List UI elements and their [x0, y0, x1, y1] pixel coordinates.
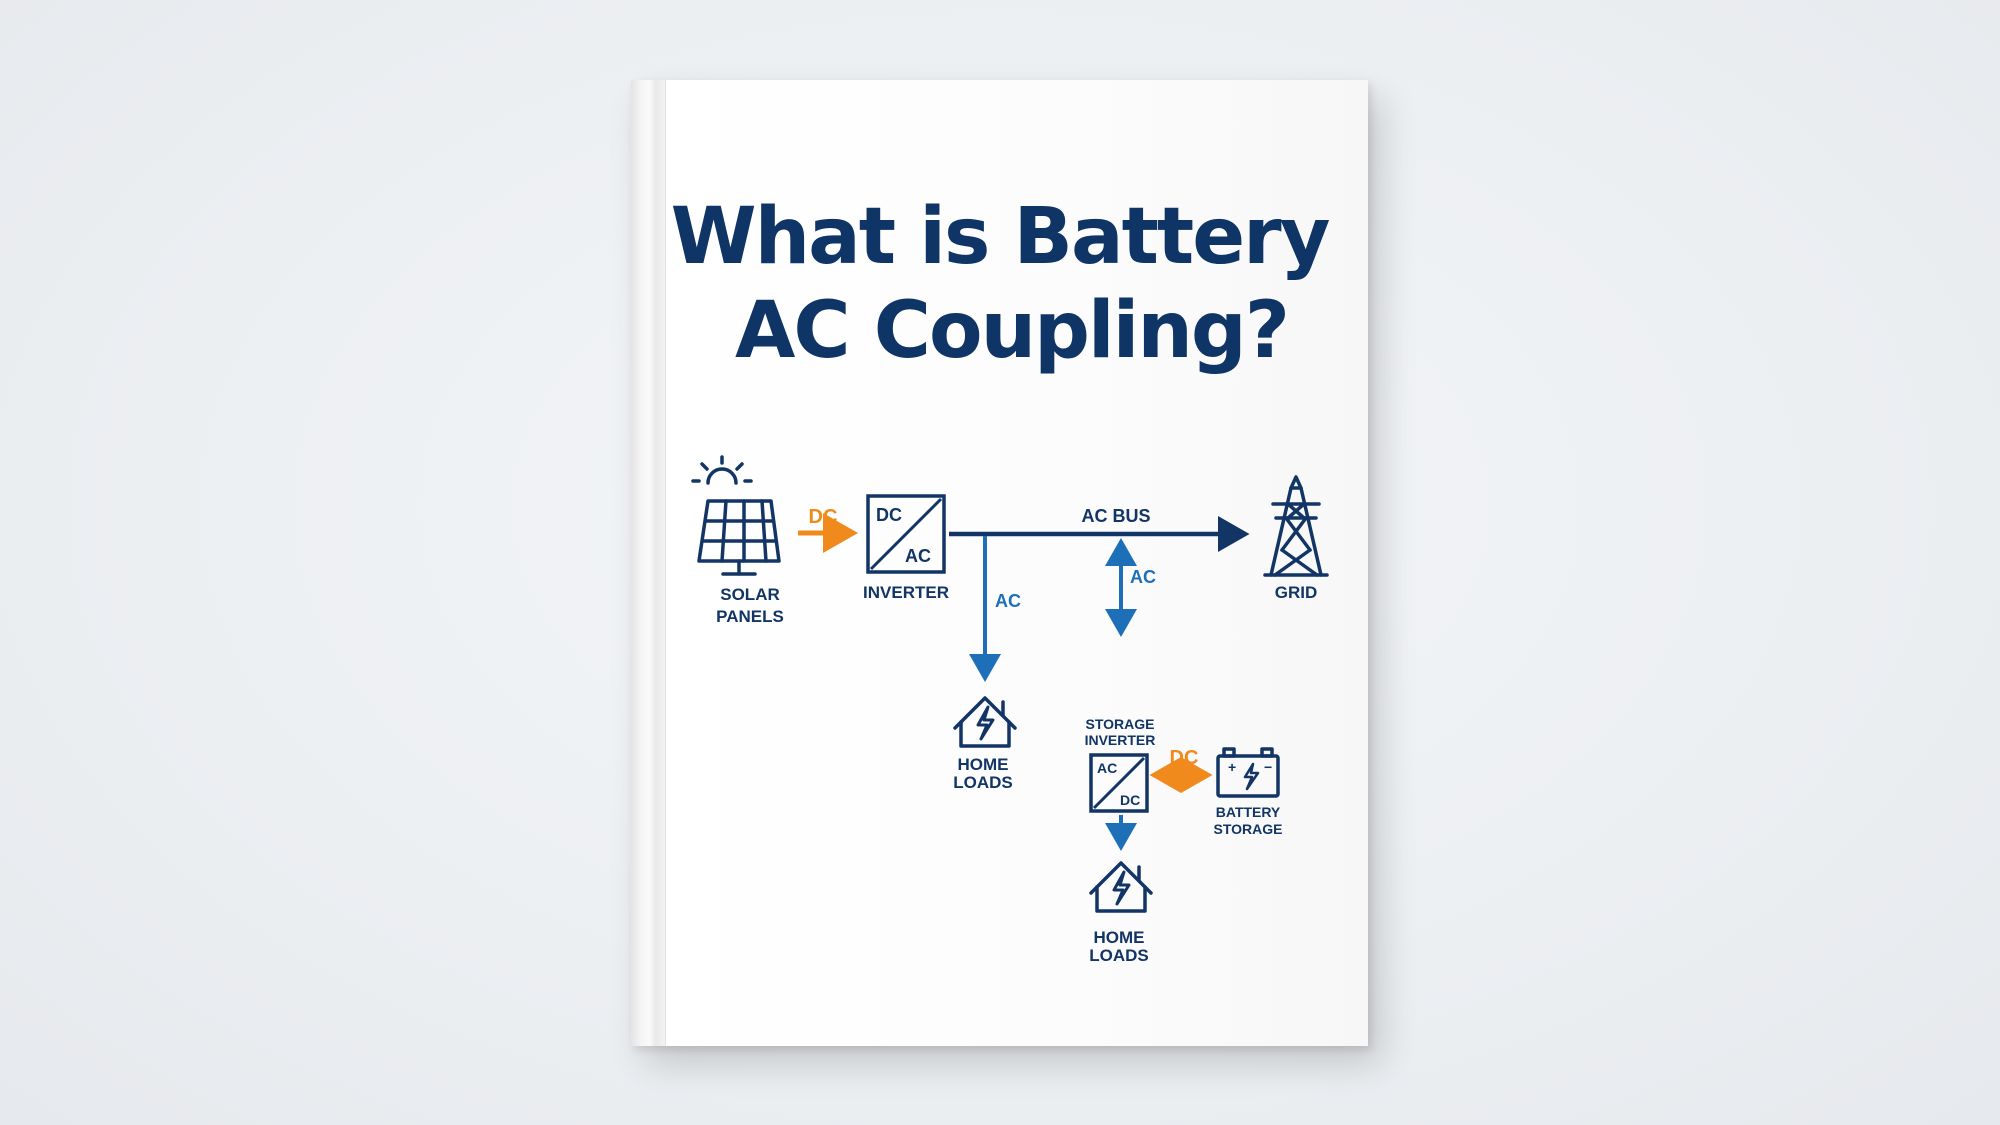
battery-storage-label-1: BATTERY — [1216, 804, 1281, 820]
house-lightning-icon — [953, 696, 1017, 748]
storage-inverter-label-1: STORAGE — [1086, 716, 1155, 732]
battery-minus: − — [1264, 759, 1272, 775]
house-lightning-icon — [1089, 861, 1153, 913]
ac-coupling-diagram: SOLAR PANELS DC DC AC INVERTER AC BUS — [691, 455, 1329, 965]
inverter-icon: DC AC — [866, 494, 946, 574]
inverter-dc-text: DC — [876, 505, 902, 525]
battery-icon — [1216, 747, 1280, 798]
solar-panels-label-2: PANELS — [716, 607, 784, 626]
inverter-label: INVERTER — [863, 583, 949, 602]
title-line-2: AC Coupling? — [734, 286, 1290, 376]
dc-flow-label: DC — [809, 506, 838, 528]
storage-inverter-icon: AC DC — [1089, 753, 1149, 813]
ac-home-label: AC — [995, 591, 1021, 611]
book-spine — [631, 80, 666, 1046]
grid-label: GRID — [1275, 583, 1318, 602]
ac-storage-label: AC — [1130, 567, 1156, 587]
home-loads-2-label-2: LOADS — [1089, 946, 1149, 965]
dc-battery-label: DC — [1170, 747, 1199, 769]
storage-inverter-ac-text: AC — [1097, 760, 1117, 776]
battery-storage-label-2: STORAGE — [1214, 821, 1283, 837]
transmission-tower-icon — [1263, 475, 1329, 577]
home-loads-2-label-1: HOME — [1094, 928, 1145, 947]
solar-panel-icon — [691, 455, 781, 576]
storage-inverter-dc-text: DC — [1120, 792, 1140, 808]
inverter-ac-text: AC — [905, 546, 931, 566]
book-cover: What is Battery AC Coupling? — [631, 80, 1368, 1046]
title-line-1: What is Battery — [670, 192, 1331, 282]
ac-bus-label: AC BUS — [1081, 506, 1150, 526]
solar-panels-label-1: SOLAR — [720, 585, 780, 604]
home-loads-1-label-2: LOADS — [953, 773, 1013, 792]
battery-plus: + — [1228, 759, 1236, 775]
home-loads-1-label-1: HOME — [958, 755, 1009, 774]
storage-inverter-label-2: INVERTER — [1085, 732, 1156, 748]
cover-title: What is Battery AC Coupling? — [631, 190, 1368, 378]
